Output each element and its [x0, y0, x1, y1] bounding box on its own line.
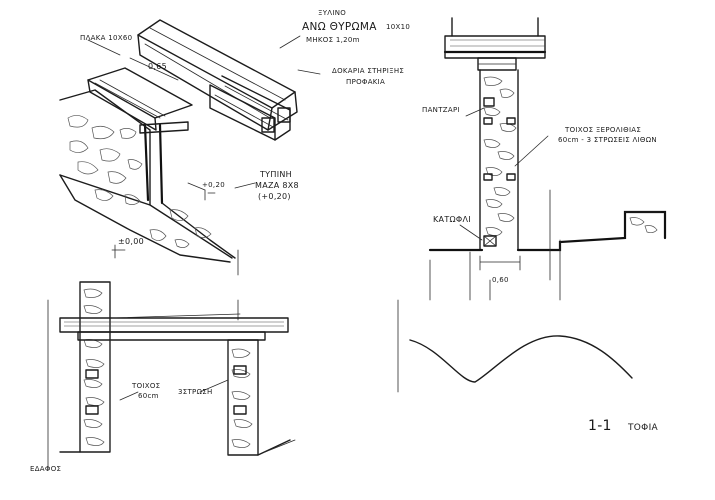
dim-065-label: 0,65 — [148, 62, 168, 71]
cement-label-3: (+0,20) — [258, 192, 291, 201]
beams-label-2: ΠΡΟΦΑΚΙΑ — [346, 78, 386, 86]
section-1-1-drawing — [397, 17, 667, 393]
wall-label-2: 60cm - 3 ΣΤΡΩΣΕΙΣ ΛΙΘΩΝ — [558, 136, 657, 144]
cement-label: ΤΥΠΙΝΗ — [260, 170, 292, 179]
plaka-label: ΠΛΑΚΑ 10Χ60 — [80, 34, 133, 42]
wood-label: ΞΥΛΙΝΟ — [318, 9, 347, 17]
lintel-size-label: 10Χ10 — [386, 23, 411, 31]
katoflia-label: ΚΑΤΩΦΛΙ — [433, 215, 471, 224]
front-elevation-drawing — [47, 249, 296, 471]
dim-020-label: +0,20 — [202, 181, 225, 189]
cement-label-2: ΜΑΖΑ 8Χ8 — [255, 181, 299, 190]
dim-060-label: 0,60 — [492, 276, 509, 284]
wall-front-label: ΤΟΙΧΟΣ — [132, 382, 161, 390]
ground-label: ΕΔΑΦΟΣ — [30, 465, 62, 473]
section-number: 1-1 — [588, 418, 612, 434]
rows-label: 3ΣΤΡΩΣΗ — [178, 388, 213, 396]
pantzari-label: ΠΑΝΤΖΑΡΙ — [422, 106, 460, 114]
level-000-label: ±0,00 — [118, 237, 145, 246]
length-label: ΜΗΚΟΣ 1,20m — [306, 36, 360, 44]
wall-label: ΤΟΙΧΟΣ ΞΕΡΟΛΙΘΙΑΣ — [565, 126, 642, 134]
section-name: ΤΟΦΙΑ — [628, 423, 658, 433]
beams-label: ΔΟΚΑΡΙΑ ΣΤΗΡΙΞΗΣ — [332, 67, 405, 75]
lintel-isometric-sketch — [59, 19, 321, 263]
lintel-label: ΑΝΩ ΘΥΡΩΜΑ — [302, 21, 377, 33]
wall-front-label-2: 60cm — [138, 392, 159, 400]
